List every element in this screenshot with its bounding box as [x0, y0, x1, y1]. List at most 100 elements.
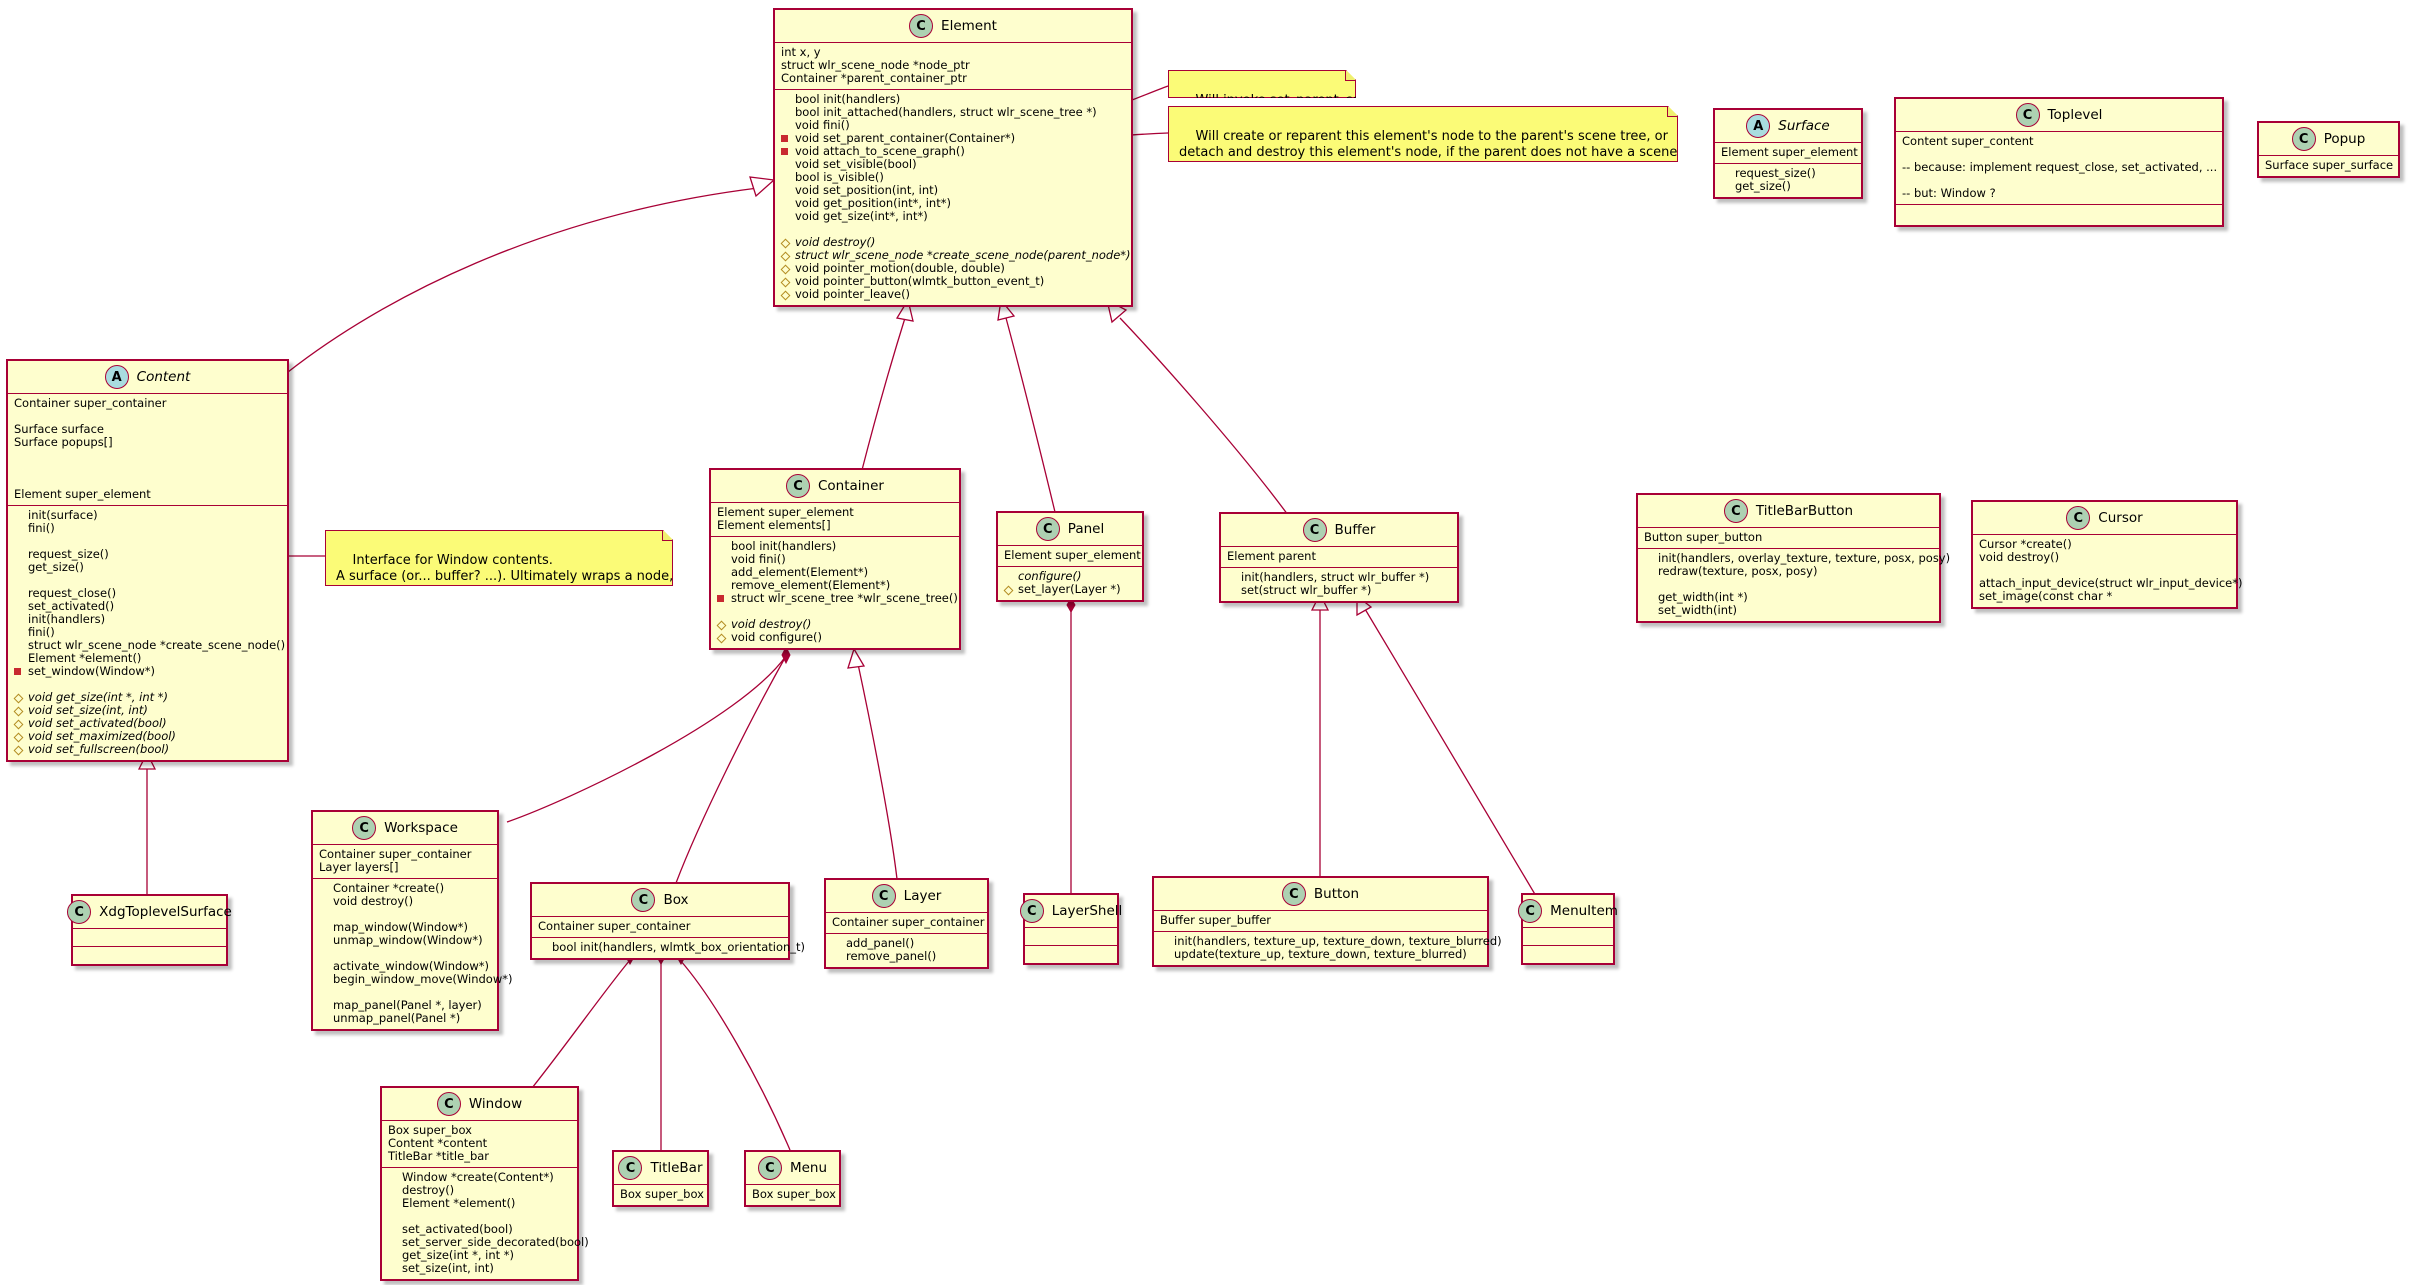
edge-layer-container — [857, 663, 898, 880]
method-text: begin_window_move(Window*) — [333, 972, 513, 986]
method: void pointer_leave() — [780, 288, 1125, 301]
method-text: void destroy() — [731, 617, 812, 631]
arrow-content-element — [749, 176, 776, 198]
method: void pointer_button(wlmtk_button_event_t… — [780, 275, 1125, 288]
class-fields: Container super_container — [826, 913, 987, 934]
method: set_server_side_decorated(bool) — [388, 1236, 589, 1249]
method-text: set_activated() — [28, 599, 115, 613]
method-text: add_element(Element*) — [731, 565, 869, 579]
method-text: bool init(handlers, wlmtk_box_orientatio… — [552, 940, 806, 954]
class-fields: Cursor *create()void destroy()attach_inp… — [1973, 535, 2243, 607]
method: add_element(Element*) — [717, 566, 953, 579]
field: Surface super_surface — [2265, 158, 2394, 172]
class-icon: C — [1302, 518, 1327, 542]
method: void get_position(int*, int*) — [781, 197, 1125, 210]
method-text: void set_visible(bool) — [795, 157, 917, 171]
method-text: unmap_window(Window*) — [333, 933, 483, 947]
method: set_activated(bool) — [388, 1223, 571, 1236]
field: TitleBar *title_bar — [388, 1149, 490, 1163]
edge-window-box — [531, 959, 631, 1089]
method: set_width(int) — [1644, 604, 1933, 617]
method: fini() — [14, 626, 281, 639]
class-methods: init(handlers, texture_up, texture_down,… — [1154, 932, 1502, 965]
field: Container *parent_container_ptr — [781, 71, 967, 85]
protected-icon — [13, 745, 24, 756]
protected-icon — [13, 706, 24, 717]
field: Element super_element — [717, 505, 854, 519]
class-name: Popup — [2323, 131, 2366, 147]
method-text: set_layer(Layer *) — [1018, 582, 1121, 596]
private-icon — [717, 595, 724, 602]
method-text: void pointer_motion(double, double) — [795, 261, 1005, 275]
method: unmap_window(Window*) — [319, 934, 491, 947]
class-icon: C — [909, 14, 934, 38]
method: struct wlr_scene_node *create_scene_node… — [780, 249, 1131, 262]
method-text: bool is_visible() — [795, 170, 884, 184]
method-text: void attach_to_scene_graph() — [795, 144, 965, 158]
class-icon: C — [436, 1092, 461, 1116]
class-icon: C — [1723, 499, 1748, 523]
class-icon: C — [871, 884, 896, 908]
class-icon: C — [1518, 899, 1543, 923]
method: bool init_attached(handlers, struct wlr_… — [781, 106, 1125, 119]
edge-container-element — [861, 317, 906, 471]
method: init(handlers, struct wlr_buffer *) — [1227, 571, 1451, 584]
method: init(handlers, overlay_texture, texture,… — [1644, 552, 1950, 565]
method: get_size() — [1721, 180, 1855, 193]
class-methods: init(handlers, overlay_texture, texture,… — [1638, 549, 1950, 621]
method: Element *element() — [388, 1197, 571, 1210]
method-text: void get_size(int*, int*) — [795, 209, 928, 223]
method-text: void destroy() — [795, 235, 876, 249]
field: Layer layers[] — [319, 860, 399, 874]
protected-icon — [716, 633, 727, 644]
method-text: map_panel(Panel *, layer) — [333, 998, 482, 1012]
edge-menuitem-buffer — [1364, 608, 1537, 897]
class-icon: C — [1035, 517, 1060, 541]
class-methods — [1896, 205, 2222, 225]
field: Container super_container — [832, 915, 985, 929]
method: void destroy() — [319, 895, 491, 908]
class-name: Container — [818, 478, 884, 494]
method-text: request_close() — [28, 586, 117, 600]
class-methods: init(handlers, struct wlr_buffer *)set(s… — [1221, 568, 1457, 601]
abstract-class-icon: A — [1746, 114, 1771, 138]
field: Container super_container — [538, 919, 691, 933]
class-icon: C — [1019, 899, 1044, 923]
class-name: Window — [468, 1096, 523, 1112]
class-fields: Container super_container — [532, 917, 788, 938]
method-text: set_window(Window*) — [28, 664, 156, 678]
method-text: remove_element(Element*) — [731, 578, 891, 592]
class-name: Box — [663, 892, 689, 908]
method-text: void set_fullscreen(bool) — [28, 742, 170, 756]
method: void get_size(int*, int*) — [781, 210, 1125, 223]
method: void destroy() — [716, 617, 953, 631]
method: activate_window(Window*) — [319, 960, 491, 973]
method: remove_element(Element*) — [717, 579, 953, 592]
field: Container super_container — [319, 847, 472, 861]
class-fields — [73, 929, 226, 947]
method: void configure() — [716, 631, 953, 644]
class-fields: Buffer super_buffer — [1154, 911, 1487, 932]
method-text: map_window(Window*) — [333, 920, 468, 934]
class-icon: C — [1281, 882, 1306, 906]
protected-icon — [780, 277, 791, 288]
method: void destroy() — [780, 235, 1125, 249]
method-text: Container *create() — [333, 881, 445, 895]
class-fields: Surface super_surface — [2259, 156, 2398, 176]
method-text: init(handlers, overlay_texture, texture,… — [1658, 551, 1951, 565]
field: Element super_element — [1721, 145, 1858, 159]
arrow-layer-container — [847, 647, 866, 669]
